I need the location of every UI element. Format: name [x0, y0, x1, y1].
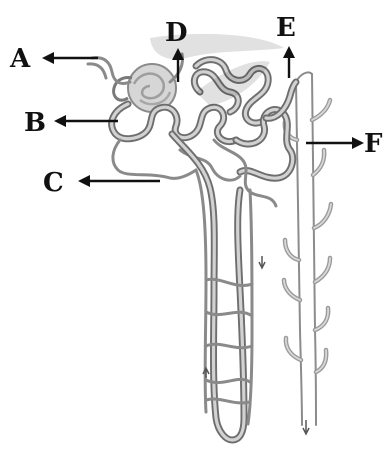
label-a-group: A — [9, 44, 98, 74]
label-c: C — [43, 168, 64, 198]
arrow-e-head — [283, 46, 295, 58]
label-b-group: B — [24, 108, 118, 138]
label-e: E — [276, 13, 296, 43]
label-b: B — [24, 108, 46, 138]
arrow-b-head — [54, 115, 66, 127]
arrow-c-head — [78, 175, 90, 187]
arrow-f-head — [352, 137, 364, 149]
label-a: A — [9, 44, 31, 74]
label-f: F — [364, 129, 383, 159]
label-c-group: C — [43, 168, 160, 198]
arrow-a-head — [42, 52, 54, 64]
label-d: D — [165, 18, 188, 48]
collecting-duct — [284, 72, 331, 434]
label-f-group: F — [306, 129, 383, 159]
